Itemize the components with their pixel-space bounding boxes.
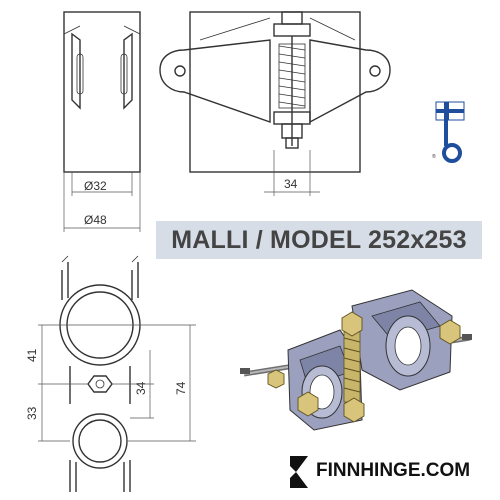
hinge-3d-render bbox=[240, 289, 472, 431]
finnish-flag-key-icon: ® bbox=[432, 101, 465, 163]
dimension-pipe-small: Ø32 bbox=[84, 179, 107, 193]
top-view: 41 33 34 74 bbox=[25, 255, 196, 492]
dimension-lower-height: 33 bbox=[25, 406, 39, 420]
dimension-bolt-width: 34 bbox=[284, 177, 298, 191]
spring bbox=[278, 43, 306, 109]
brand-logo-icon bbox=[290, 456, 308, 488]
dimension-total-height: 74 bbox=[174, 381, 188, 395]
front-view: 34 bbox=[159, 11, 391, 196]
dimension-upper-height: 41 bbox=[25, 348, 39, 362]
dimension-offset: 34 bbox=[134, 381, 148, 395]
dimension-pipe-large: Ø48 bbox=[84, 213, 107, 227]
side-view: Ø32 Ø48 bbox=[63, 11, 141, 232]
model-title: MALLI / MODEL 252x253 bbox=[171, 225, 467, 254]
brand-footer: FINNHINGE.COM bbox=[286, 452, 494, 492]
brand-name: FINNHINGE.COM bbox=[316, 460, 471, 481]
svg-text:®: ® bbox=[432, 153, 436, 160]
model-title-banner: MALLI / MODEL 252x253 bbox=[156, 221, 482, 259]
